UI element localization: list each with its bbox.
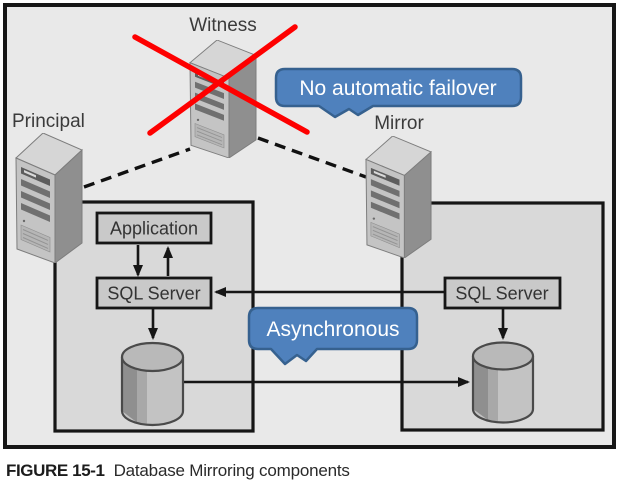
mirror-database-icon xyxy=(471,341,535,424)
figure-caption-label: FIGURE 15-1 xyxy=(6,461,105,480)
witness-mirror-link xyxy=(257,136,367,179)
application-label: Application xyxy=(110,219,198,239)
figure-caption-text: Database Mirroring components xyxy=(113,461,350,480)
figure-caption: FIGURE 15-1 Database Mirroring components xyxy=(6,461,350,481)
principal-server-icon xyxy=(15,133,83,263)
principal-label: Principal xyxy=(12,111,85,132)
sql-server-left-label: SQL Server xyxy=(107,284,200,304)
failover-callout-text: No automatic failover xyxy=(299,77,496,100)
async-callout: Asynchronous xyxy=(247,306,419,366)
sql-server-right-box xyxy=(443,276,562,310)
failover-callout: No automatic failover xyxy=(274,67,523,119)
sql-server-left-box xyxy=(95,276,213,310)
application-box xyxy=(95,211,213,245)
witness-failed-cross-icon xyxy=(132,24,310,136)
witness-label: Witness xyxy=(189,15,257,36)
sql-server-right-label: SQL Server xyxy=(455,284,548,304)
mirror-label: Mirror xyxy=(374,113,424,134)
mirror-server-icon xyxy=(365,136,432,258)
principal-database-icon xyxy=(120,341,185,427)
async-callout-text: Asynchronous xyxy=(266,318,399,341)
principal-witness-link xyxy=(83,147,191,189)
